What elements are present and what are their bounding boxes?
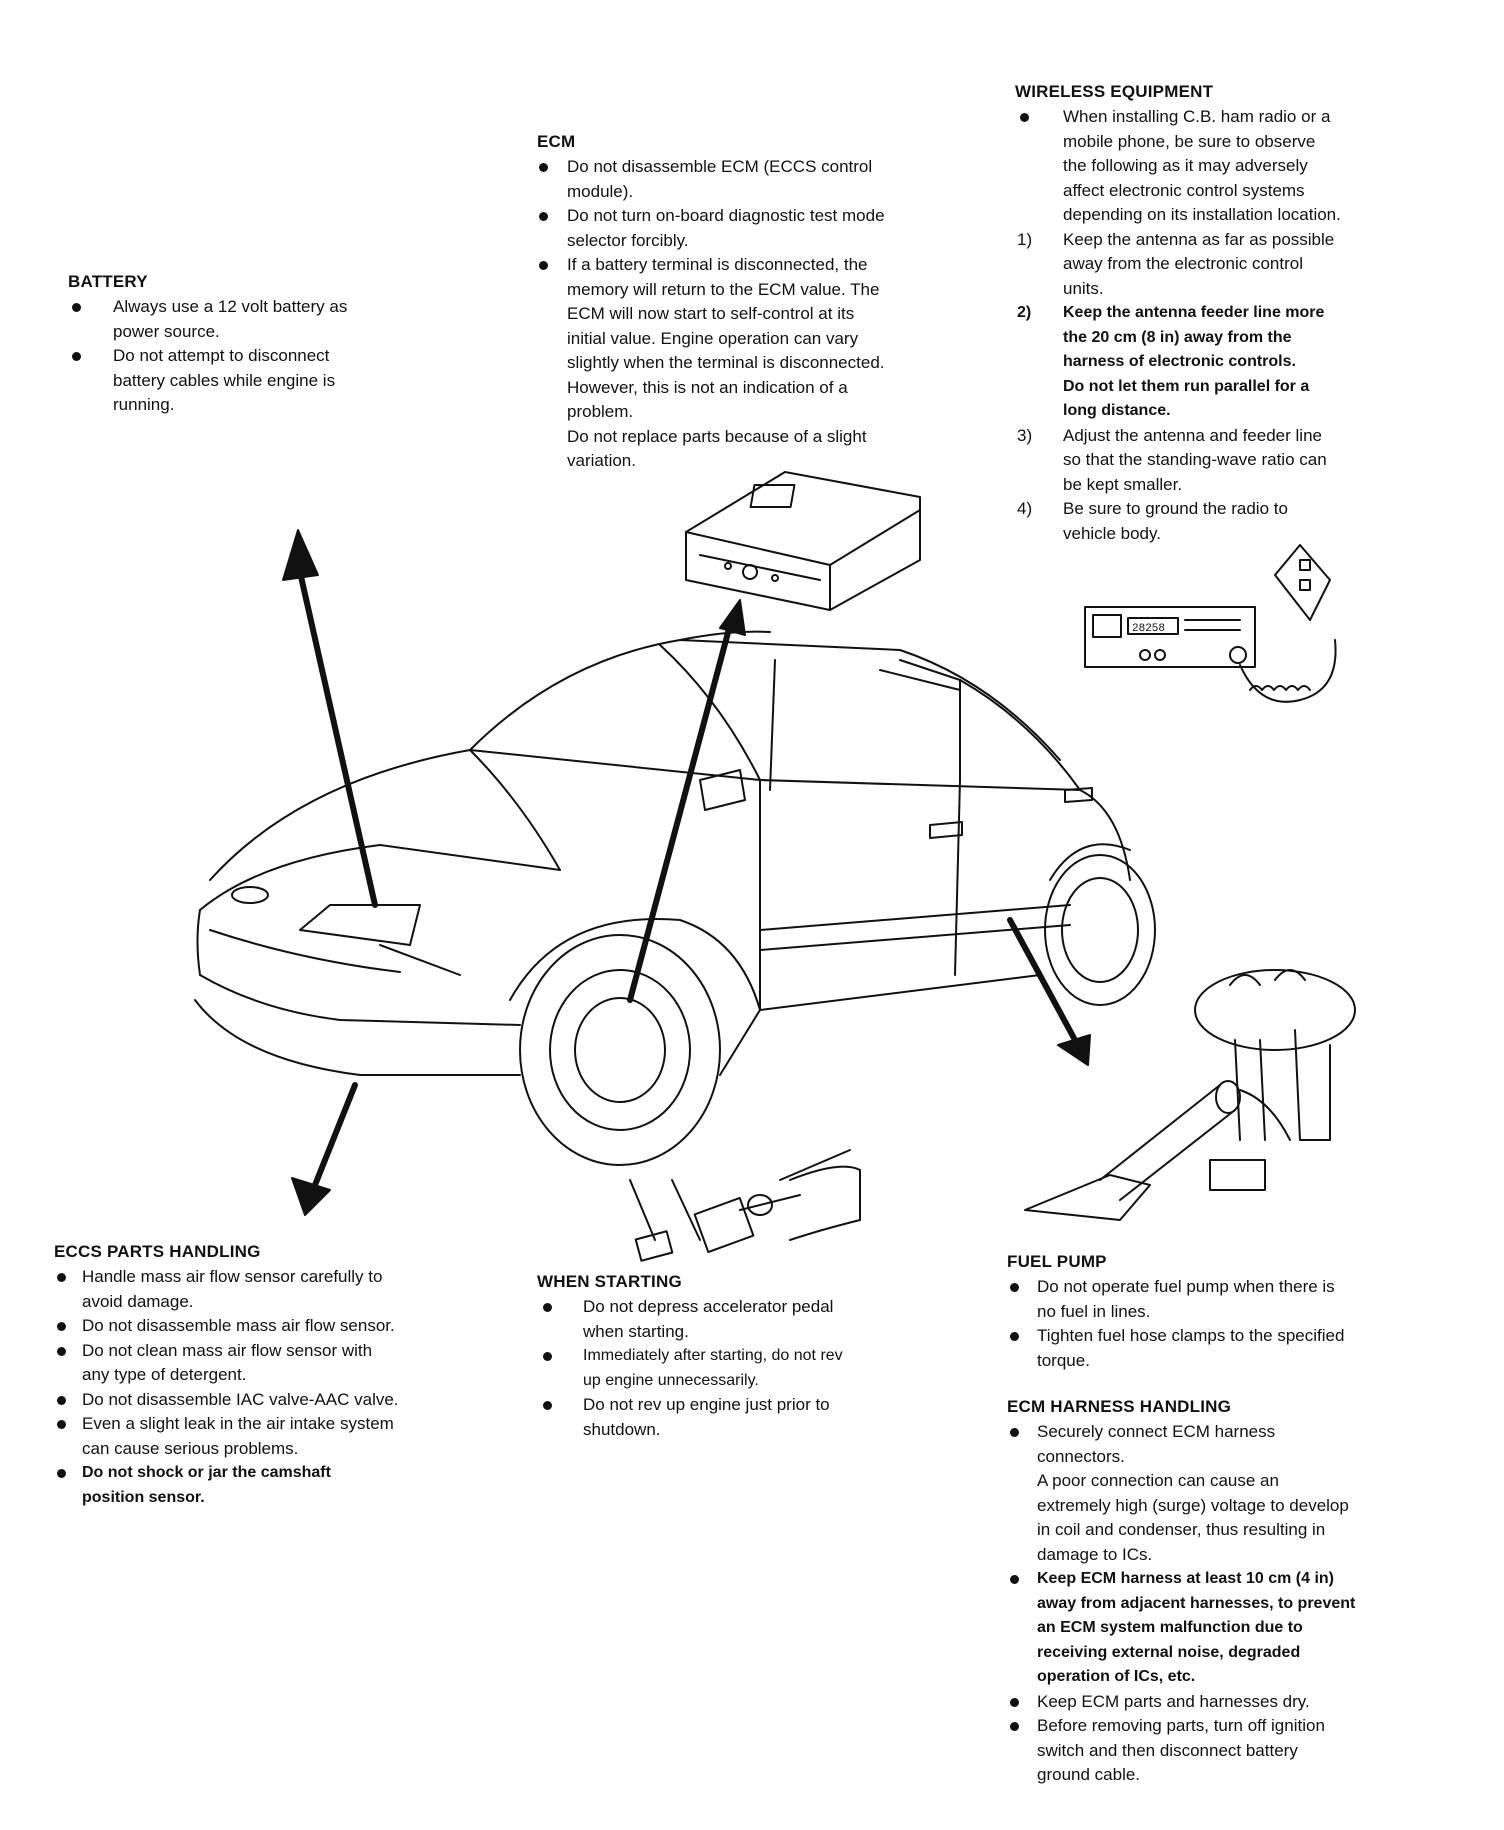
ecm-harness-handling-section: ECM HARNESS HANDLING Securely connect EC… <box>1007 1395 1477 1788</box>
cb-radio-illustration: 28258 <box>1084 544 1337 703</box>
ecm-harness-list: Securely connect ECM harness connectors.… <box>1007 1420 1477 1788</box>
wireless-title: WIRELESS EQUIPMENT <box>1015 82 1214 101</box>
list-item-text: Do not disassemble IAC valve-AAC valve. <box>82 1389 399 1409</box>
list-item: Do not turn on-board diagnostic test mod… <box>537 204 997 253</box>
wireless-intro: When installing C.B. ham radio or a mobi… <box>1063 107 1341 224</box>
list-item: Do not depress accelerator pedal when st… <box>537 1295 957 1344</box>
list-item: Do not attempt to disconnect battery cab… <box>68 344 438 418</box>
battery-title: BATTERY <box>68 272 148 291</box>
when-starting-title: WHEN STARTING <box>537 1272 682 1291</box>
list-item-text: Always use a 12 volt battery as power so… <box>113 297 348 341</box>
fuel-pump-section: FUEL PUMP Do not operate fuel pump when … <box>1007 1250 1477 1373</box>
when-starting-section: WHEN STARTING Do not depress accelerator… <box>537 1270 957 1442</box>
list-item-text: Be sure to ground the radio to vehicle b… <box>1063 499 1288 543</box>
radio-display-text: 28258 <box>1132 623 1165 635</box>
numbered-item: 4) Be sure to ground the radio to vehicl… <box>1015 497 1435 546</box>
list-item: Do not disassemble mass air flow sensor. <box>54 1314 514 1339</box>
list-item-text: Do not turn on-board diagnostic test mod… <box>567 206 885 250</box>
list-item: Securely connect ECM harness connectors.… <box>1007 1420 1477 1567</box>
list-item: Do not shock or jar the camshaft positio… <box>54 1461 514 1510</box>
list-item-text: Securely connect ECM harness connectors.… <box>1037 1422 1349 1564</box>
battery-list: Always use a 12 volt battery as power so… <box>68 295 438 418</box>
when-starting-list: Do not depress accelerator pedal when st… <box>537 1295 957 1442</box>
ecm-list: Do not disassemble ECM (ECCS control mod… <box>537 155 997 474</box>
list-item: Do not operate fuel pump when there is n… <box>1007 1275 1477 1324</box>
list-item-text: Immediately after starting, do not rev u… <box>583 1347 843 1389</box>
list-item-text: Even a slight leak in the air intake sys… <box>82 1414 394 1458</box>
sedan-car-illustration <box>194 630 1156 1166</box>
list-item: Do not disassemble IAC valve-AAC valve. <box>54 1388 514 1413</box>
ecm-section: ECM Do not disassemble ECM (ECCS control… <box>537 130 997 474</box>
list-item: Keep ECM parts and harnesses dry. <box>1007 1690 1477 1715</box>
list-item-text: Keep the antenna as far as possible away… <box>1063 229 1335 298</box>
list-item: Handle mass air flow sensor carefully to… <box>54 1265 514 1314</box>
ecm-title: ECM <box>537 132 576 151</box>
battery-section: BATTERY Always use a 12 volt battery as … <box>68 270 438 418</box>
numbered-item: 1) Keep the antenna as far as possible a… <box>1015 228 1435 302</box>
list-item: Do not disassemble ECM (ECCS control mod… <box>537 155 997 204</box>
wireless-list: When installing C.B. ham radio or a mobi… <box>1015 105 1435 546</box>
list-item: Keep ECM harness at least 10 cm (4 in) a… <box>1007 1567 1477 1690</box>
item-number: 4) <box>1017 499 1033 518</box>
callout-arrows <box>282 529 1091 1216</box>
list-item-text: Tighten fuel hose clamps to the specifie… <box>1037 1326 1345 1370</box>
list-item-text: Do not operate fuel pump when there is n… <box>1037 1277 1335 1321</box>
list-item: Immediately after starting, do not rev u… <box>537 1344 957 1393</box>
list-item-text: Keep the antenna feeder line more the 20… <box>1063 304 1325 419</box>
fuel-pump-illustration <box>1024 969 1356 1221</box>
list-item-text: Keep ECM harness at least 10 cm (4 in) a… <box>1037 1570 1356 1685</box>
eccs-parts-handling-section: ECCS PARTS HANDLING Handle mass air flow… <box>54 1240 514 1510</box>
list-item: Do not rev up engine just prior to shutd… <box>537 1393 957 1442</box>
numbered-item: 3) Adjust the antenna and feeder line so… <box>1015 424 1435 498</box>
list-item: Even a slight leak in the air intake sys… <box>54 1412 514 1461</box>
wireless-equipment-section: WIRELESS EQUIPMENT When installing C.B. … <box>1015 80 1435 546</box>
list-item-text: Do not disassemble mass air flow sensor. <box>82 1316 395 1335</box>
item-number: 2) <box>1017 304 1032 321</box>
eccs-parts-list: Handle mass air flow sensor carefully to… <box>54 1265 514 1510</box>
item-number: 3) <box>1017 425 1033 445</box>
item-number: 1) <box>1017 229 1033 249</box>
list-item: If a battery terminal is disconnected, t… <box>537 253 997 474</box>
list-item-text: If a battery terminal is disconnected, t… <box>567 255 885 470</box>
list-item-text: Do not attempt to disconnect battery cab… <box>113 346 336 414</box>
eccs-parts-title: ECCS PARTS HANDLING <box>54 1242 261 1261</box>
list-item: Before removing parts, turn off ignition… <box>1007 1714 1477 1788</box>
fuel-pump-title: FUEL PUMP <box>1007 1252 1107 1271</box>
list-item-text: Do not depress accelerator pedal when st… <box>583 1297 834 1341</box>
list-item: Tighten fuel hose clamps to the specifie… <box>1007 1324 1477 1373</box>
pedals-illustration <box>629 1149 861 1262</box>
list-item-text: Handle mass air flow sensor carefully to… <box>82 1267 383 1311</box>
list-item: Do not clean mass air flow sensor with a… <box>54 1339 514 1388</box>
list-item: Always use a 12 volt battery as power so… <box>68 295 438 344</box>
list-item-text: Do not disassemble ECM (ECCS control mod… <box>567 157 873 201</box>
list-item-text: Do not clean mass air flow sensor with a… <box>82 1340 373 1385</box>
list-item: When installing C.B. ham radio or a mobi… <box>1015 105 1435 228</box>
list-item-text: Keep ECM parts and harnesses dry. <box>1037 1691 1310 1711</box>
list-item-text: Do not rev up engine just prior to shutd… <box>583 1395 830 1439</box>
fuel-pump-list: Do not operate fuel pump when there is n… <box>1007 1275 1477 1373</box>
list-item-text: Before removing parts, turn off ignition… <box>1037 1716 1325 1784</box>
list-item-text: Adjust the antenna and feeder line so th… <box>1063 425 1327 494</box>
ecm-harness-title: ECM HARNESS HANDLING <box>1007 1397 1232 1416</box>
list-item-text: Do not shock or jar the camshaft positio… <box>82 1464 331 1506</box>
numbered-item: 2) Keep the antenna feeder line more the… <box>1015 301 1435 424</box>
ecm-module-illustration <box>685 471 921 611</box>
